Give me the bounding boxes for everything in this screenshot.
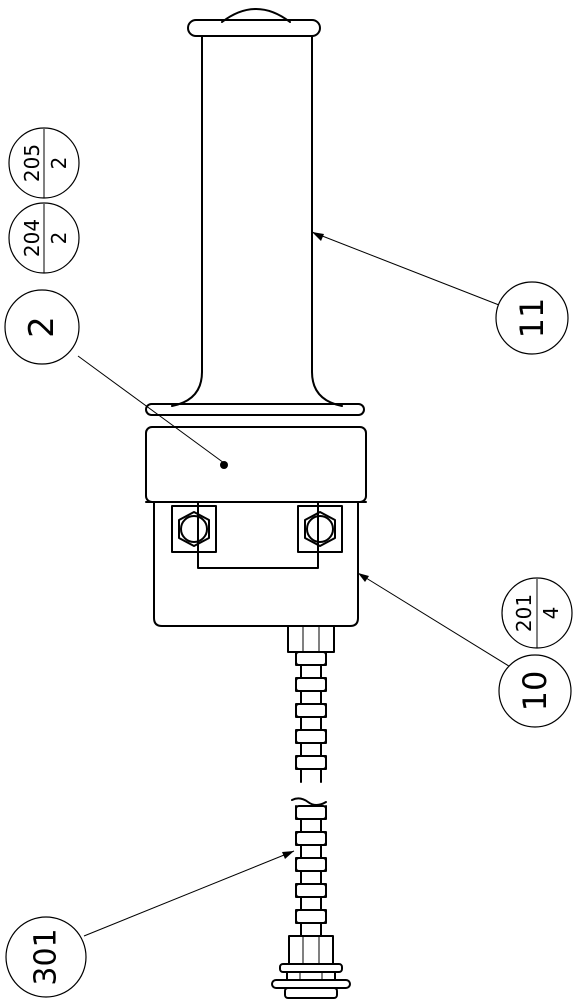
callout-204-top: 204 xyxy=(20,219,44,257)
handle-right-flare xyxy=(311,371,343,407)
leader-2 xyxy=(77,355,225,464)
cable-segment xyxy=(295,755,327,770)
callout-301: 301 xyxy=(5,916,87,998)
leader-301 xyxy=(83,850,295,937)
arrowhead-301 xyxy=(282,851,294,859)
callout-205-bottom: 2 xyxy=(47,157,71,170)
callout-11-label: 11 xyxy=(513,298,551,339)
callout-10: 10 xyxy=(498,654,572,728)
cable-gland xyxy=(287,625,335,653)
callout-301-label: 301 xyxy=(29,928,64,985)
upper-housing xyxy=(145,426,367,503)
lower-housing-outline xyxy=(153,501,359,627)
callout-205: 205 2 xyxy=(8,127,80,199)
leader-11 xyxy=(311,231,500,306)
cable-segment xyxy=(295,805,327,820)
handle-left-flare xyxy=(171,371,203,407)
cable-segment xyxy=(295,831,327,846)
cable-break-line xyxy=(291,797,327,806)
callout-10-label: 10 xyxy=(516,671,554,712)
leader-lines xyxy=(77,231,513,937)
cable-segment xyxy=(295,651,327,666)
bottom-connector xyxy=(271,935,351,999)
callout-204-bottom: 2 xyxy=(47,232,71,245)
cable-segment xyxy=(295,677,327,692)
cable-edge-right xyxy=(320,651,327,783)
lower-housing xyxy=(145,501,367,627)
callout-201: 201 4 xyxy=(501,577,573,649)
handle-assembly xyxy=(145,8,365,416)
handle-top-knob xyxy=(221,8,291,23)
cable-segment xyxy=(295,703,327,718)
cable-segment xyxy=(295,909,327,924)
clamp-plate xyxy=(197,501,319,569)
cable-segment xyxy=(295,857,327,872)
cable-segment xyxy=(295,729,327,744)
handle-base-flange xyxy=(145,403,365,416)
arrowhead-10 xyxy=(358,573,369,582)
cable-edge-right xyxy=(320,805,327,937)
housing-marker-dot xyxy=(220,461,228,469)
callout-204: 204 2 xyxy=(8,202,80,274)
right-bolt xyxy=(297,505,343,553)
callout-2-label: 2 xyxy=(22,316,62,338)
cable-edge-left xyxy=(295,805,302,937)
handle-top-cap xyxy=(187,19,321,37)
flexible-cable-upper xyxy=(295,651,327,783)
flexible-cable-lower xyxy=(295,805,327,937)
callout-201-top: 201 xyxy=(512,594,536,632)
callout-205-top: 205 xyxy=(20,144,44,182)
left-bolt xyxy=(171,505,217,553)
cable-edge-left xyxy=(295,651,302,783)
leader-10 xyxy=(357,572,513,669)
cable-segment xyxy=(295,883,327,898)
arrowhead-11 xyxy=(312,232,324,241)
callout-201-bottom: 4 xyxy=(539,607,563,620)
callout-2: 2 xyxy=(4,289,80,365)
callout-11: 11 xyxy=(495,281,569,355)
